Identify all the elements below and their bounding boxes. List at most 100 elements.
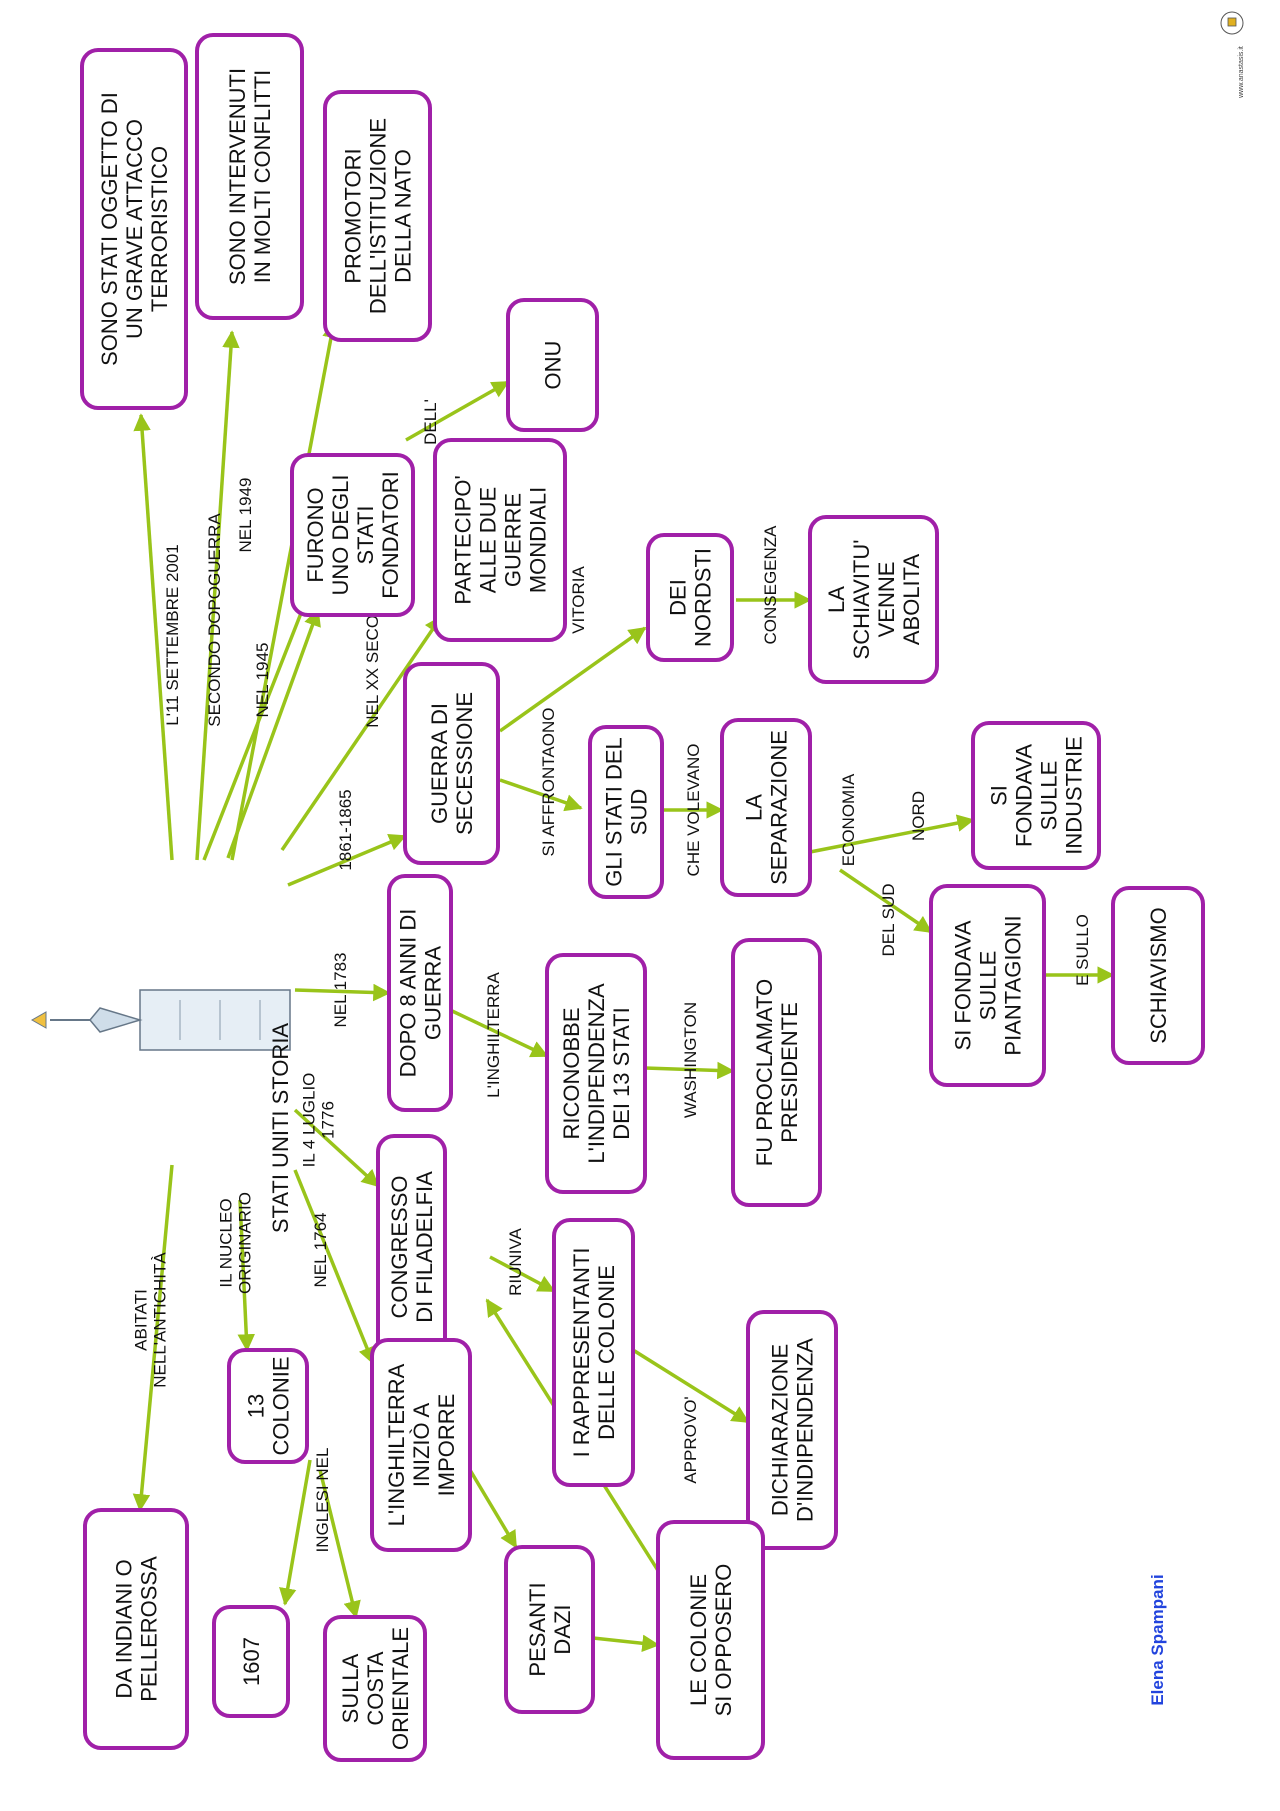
edge-label-si-affrontaono: SI AFFRONTAONO <box>539 708 558 857</box>
node-text: TERRORISTICO <box>147 146 172 312</box>
node-text: LE COLONIE <box>686 1574 711 1706</box>
connection-arrow <box>489 1255 556 1293</box>
node-text: PROMOTORI <box>341 148 366 283</box>
node-text: LA <box>824 586 849 613</box>
edge-label-abitati: ABITATI <box>132 1289 151 1351</box>
node-text: SONO STATI OGGETTO DI <box>97 92 122 366</box>
node-schiavismo: SCHIAVISMO <box>1111 886 1205 1065</box>
node-box <box>370 1338 472 1552</box>
node-text: ONU <box>541 341 566 390</box>
node-box <box>971 721 1101 870</box>
node-text: DI FILADELFIA <box>412 1171 437 1323</box>
site-url: www.anastasis.it <box>1238 46 1245 99</box>
node-text: SUD <box>627 789 652 835</box>
node-text: PRESIDENTE <box>777 1002 802 1143</box>
node-text: GLI STATI DEL <box>602 737 627 887</box>
edge-label-nel1949: NEL 1949 <box>236 478 255 553</box>
node-text: L'INDIPENDENZA <box>584 983 609 1164</box>
node-text: DA INDIANI O <box>112 1559 137 1698</box>
node-text: INDUSTRIE <box>1062 736 1087 855</box>
author-name: Elena Spampani <box>1148 1574 1167 1705</box>
connection-arrow <box>468 1469 518 1549</box>
connection-arrow <box>318 1469 361 1619</box>
node-text: FURONO <box>303 487 328 582</box>
node-text: PIANTAGIONI <box>1001 915 1026 1055</box>
node-text: SCHIAVITU' <box>849 540 874 660</box>
node-text: L'INGHILTERRA <box>384 1363 409 1526</box>
node-text: COLONIE <box>269 1356 294 1455</box>
node-box <box>746 1310 838 1550</box>
node-text: CONGRESSO <box>387 1175 412 1318</box>
connection-arrow <box>195 330 240 861</box>
node-box <box>731 938 822 1207</box>
edge-label-washington: WASHINGTON <box>681 1002 700 1118</box>
node-text: UNO DEGLI <box>328 474 353 595</box>
connections <box>132 320 1115 1653</box>
node-text: VENNE <box>874 562 899 638</box>
node-text: INIZIÒ A <box>409 1403 434 1488</box>
node-box <box>227 1348 309 1464</box>
edge-label-del-sud: DEL SUD <box>879 883 898 956</box>
node-text: D'INDIPENDENZA <box>793 1338 818 1522</box>
node-text: SULLE <box>1037 761 1062 831</box>
node-box <box>433 438 567 642</box>
node-text: GUERRE <box>501 493 526 587</box>
node-text: SULLE <box>976 951 1001 1021</box>
node-text: PARTECIPO' <box>451 475 476 604</box>
connection-arrow <box>230 320 340 861</box>
edge-label-riuniva: RIUNIVA <box>506 1227 525 1295</box>
node-text: SONO INTERVENUTI <box>225 68 250 285</box>
node-text: PELLEROSSA <box>137 1556 162 1702</box>
node-box <box>545 953 647 1194</box>
node-box <box>195 33 304 320</box>
node-box <box>80 48 188 410</box>
node-box <box>656 1520 765 1760</box>
node-text: IMPORRE <box>434 1394 459 1497</box>
node-text: SI FONDAVA <box>951 920 976 1050</box>
node-text: IN MOLTI CONFLITTI <box>250 70 275 283</box>
connection-arrow <box>226 608 321 859</box>
connection-arrow <box>279 1459 312 1606</box>
edge-label-abitati: NELL'ANTICHITÀ <box>151 1252 170 1388</box>
edge-label-anni-1861: 1861-1865 <box>336 789 355 870</box>
edge-label-vitoria: VITORIA <box>569 565 588 633</box>
connection-arrow <box>498 626 647 733</box>
node-box <box>83 1508 189 1750</box>
connection-arrow <box>644 1061 735 1080</box>
node-box <box>504 1545 595 1714</box>
node-text: DELLE COLONIE <box>594 1265 619 1440</box>
node-text: STATI <box>353 505 378 564</box>
connection-arrow <box>499 778 583 812</box>
edge-label-economia: ECONOMIA <box>839 773 858 866</box>
node-text: DELL'ISTITUZIONE <box>366 118 391 314</box>
edge-label-nel1945: NEL 1945 <box>253 643 272 718</box>
connection-arrow <box>592 1634 660 1653</box>
edge-label-dell: DELL' <box>421 399 440 445</box>
node-text: DELLA NATO <box>391 149 416 283</box>
connection-arrow <box>839 868 933 934</box>
node-text: I RAPPRESENTANTI <box>569 1248 594 1458</box>
connection-arrow <box>294 983 391 1002</box>
edge-label-inglesi: INGLESI NEL <box>313 1448 332 1553</box>
node-text: UN GRAVE ATTACCO <box>122 119 147 339</box>
node-box <box>588 725 664 899</box>
anastasis-logo-icon <box>1220 11 1244 35</box>
node-box <box>552 1218 635 1487</box>
root-label: STATI UNITI STORIA <box>268 1023 293 1234</box>
